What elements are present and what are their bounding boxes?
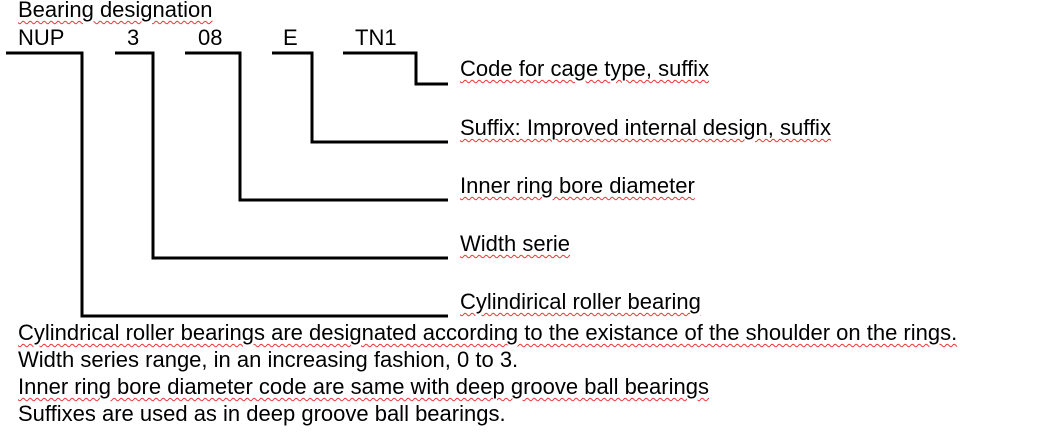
label-cage-type: Code for cage type, suffix	[460, 56, 710, 81]
note-line: Width series range, in an increasing fas…	[18, 347, 519, 372]
label-width-serie: Width serie	[460, 231, 571, 256]
code-width-series: 3	[127, 25, 140, 50]
connector-cage	[343, 51, 448, 86]
connector-design	[272, 51, 448, 144]
note-line: Inner ring bore diameter code are same w…	[18, 374, 709, 399]
connector-type	[6, 51, 448, 318]
connector-bore	[185, 51, 448, 202]
code-cage-suffix: TN1	[355, 25, 397, 50]
code-design-suffix: E	[283, 25, 298, 50]
diagram-title: Bearing designation	[18, 0, 213, 22]
label-design-suffix: Suffix: Improved internal design, suffix	[460, 115, 831, 140]
note-line: Cylindrical roller bearings are designat…	[18, 320, 958, 345]
connector-width	[115, 51, 448, 260]
label-bearing-type: Cylindirical roller bearing	[460, 289, 701, 314]
code-type: NUP	[18, 25, 65, 50]
label-bore: Inner ring bore diameter	[460, 173, 695, 198]
note-line: Suffixes are used as in deep groove ball…	[18, 401, 506, 426]
code-bore: 08	[198, 25, 223, 50]
